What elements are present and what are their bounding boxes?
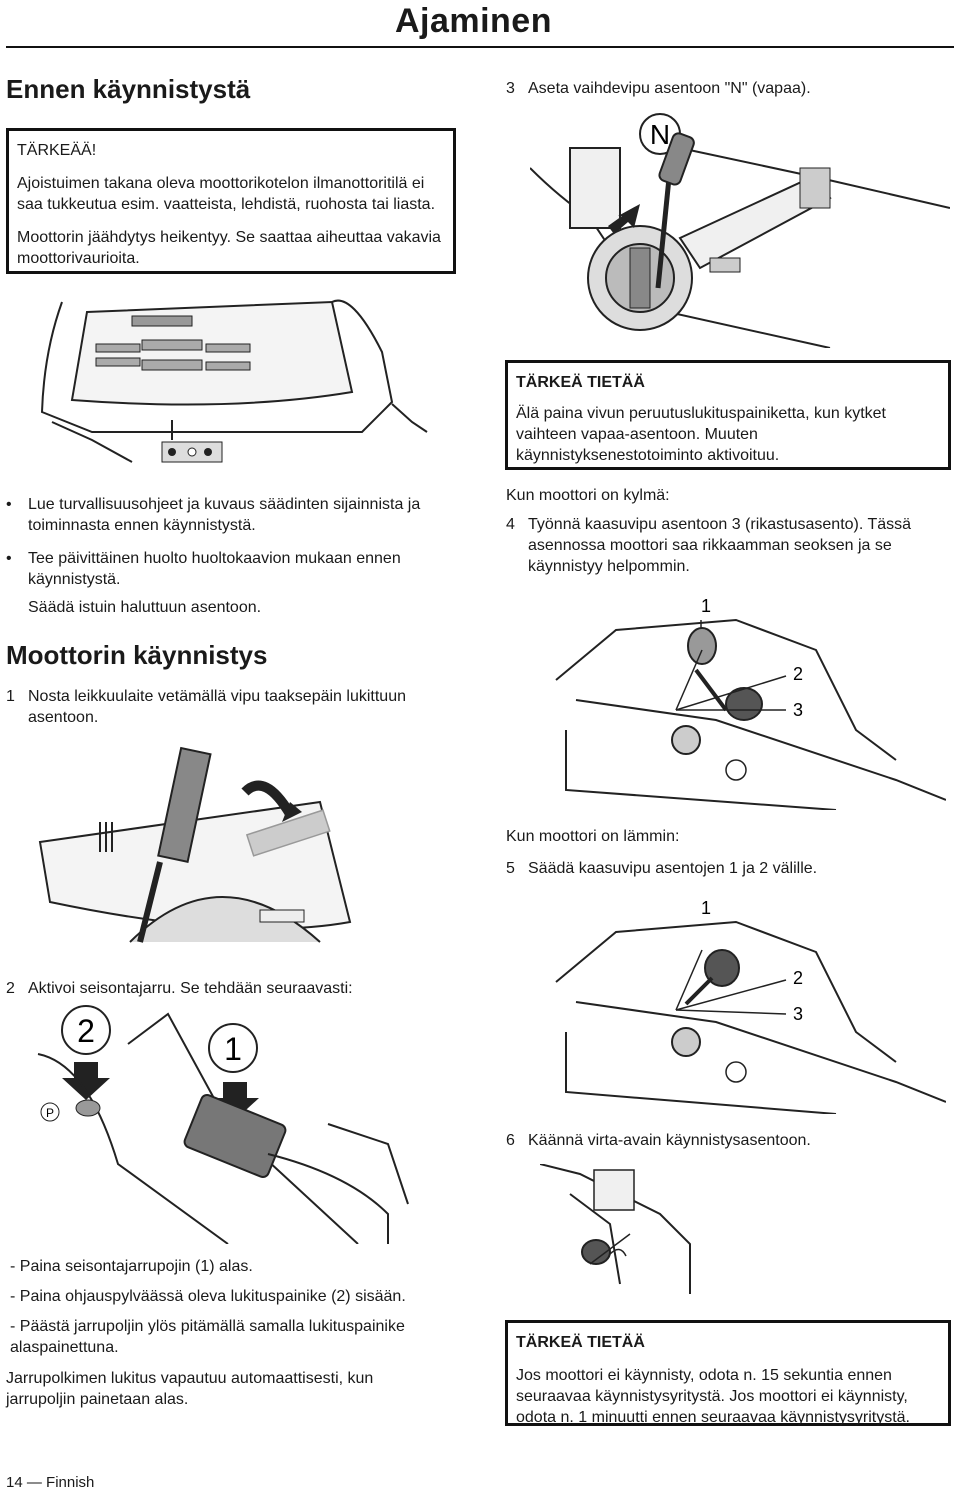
throttle-position-3: 3 [793,700,803,720]
lift-lever-illustration [38,746,352,943]
step-5: 5 Säädä kaasuvipu asentojen 1 ja 2 välil… [506,860,818,877]
dash-item: - Paina seisontajarrupojin (1) alas. [10,1258,253,1275]
brake-callout-1: 1 [224,1031,242,1067]
step-3: 3 Aseta vaihdevipu asentoon "N" (vapaa). [506,80,811,97]
gear-lever-illustration: N [530,113,950,348]
step-6: 6 Käännä virta-avain käynnistysasentoon. [506,1132,811,1149]
footer-language: Finnish [46,1474,95,1491]
throttle-position-1: 1 [701,596,711,616]
info-text: Älä paina vivun peruutuslukituspainikett… [516,405,886,464]
throttle-position-2: 2 [793,968,803,988]
park-symbol: P [46,1106,54,1120]
brake-callout-2: 2 [77,1013,95,1049]
cold-engine-label: Kun moottori on kylmä: [506,487,670,504]
info-title: TÄRKEÄ TIETÄÄ [516,1334,645,1351]
brake-dash-list: - Paina seisontajarrupojin (1) alas. - P… [10,1256,450,1358]
step-4: 4 Työnnä kaasuvipu asentoon 3 (rikastusa… [506,516,912,575]
info-title: TÄRKEÄ TIETÄÄ [516,374,645,391]
warning-text-1: Ajoistuimen takana oleva moottorikotelon… [17,175,436,213]
step-2: 2 Aktivoi seisontajarru. Se tehdään seur… [6,980,353,997]
bullet-item: •Lue turvallisuusohjeet ja kuvaus säädin… [6,496,421,534]
dash-item: - Paina ohjauspylväässä oleva lukituspai… [10,1288,406,1305]
page-number: 14 [6,1474,23,1491]
throttle-warm-illustration: 1 2 3 [555,898,946,1114]
dash-item: - Päästä jarrupoljin ylös pitämällä sama… [10,1318,405,1356]
engine-hood-illustration [40,299,428,463]
info-text: Jos moottori ei käynnisty, odota n. 15 s… [516,1367,910,1426]
section-title-before-start: Ennen käynnistystä [6,74,251,104]
warm-engine-label: Kun moottori on lämmin: [506,828,680,845]
warning-text-2: Moottorin jäähdytys heikentyy. Se saatta… [17,229,441,267]
footer-dash: — [26,1474,42,1491]
throttle-position-3: 3 [793,1004,803,1024]
section-title-engine-start: Moottorin käynnistys [6,640,268,670]
warning-title: TÄRKEÄÄ! [17,142,97,159]
page-footer: 14 — Finnish [6,1474,94,1491]
bullet-item: •Tee päivittäinen huolto huoltokaavion m… [6,550,401,588]
release-text: Jarrupolkimen lukitus vapautuu automaatt… [6,1370,374,1408]
warning-box: TÄRKEÄÄ! Ajoistuimen takana oleva mootto… [6,128,456,274]
header-rule [6,46,954,48]
neutral-label: N [650,119,670,150]
throttle-choke-illustration: 1 2 3 [555,596,946,810]
bullet-list: •Lue turvallisuusohjeet ja kuvaus säädin… [6,494,456,590]
throttle-position-1: 1 [701,898,711,918]
ignition-key-illustration [540,1164,691,1294]
seat-instruction: Säädä istuin haluttuun asentoon. [28,599,262,616]
important-info-box-1: TÄRKEÄ TIETÄÄ Älä paina vivun peruutuslu… [505,360,951,470]
important-info-box-2: TÄRKEÄ TIETÄÄ Jos moottori ei käynnisty,… [505,1320,951,1426]
step-1: 1 Nosta leikkuulaite vetämällä vipu taak… [6,688,406,726]
throttle-position-2: 2 [793,664,803,684]
parking-brake-illustration: 2 1 P [37,1005,409,1244]
page-header-title: Ajaminen [394,2,552,40]
